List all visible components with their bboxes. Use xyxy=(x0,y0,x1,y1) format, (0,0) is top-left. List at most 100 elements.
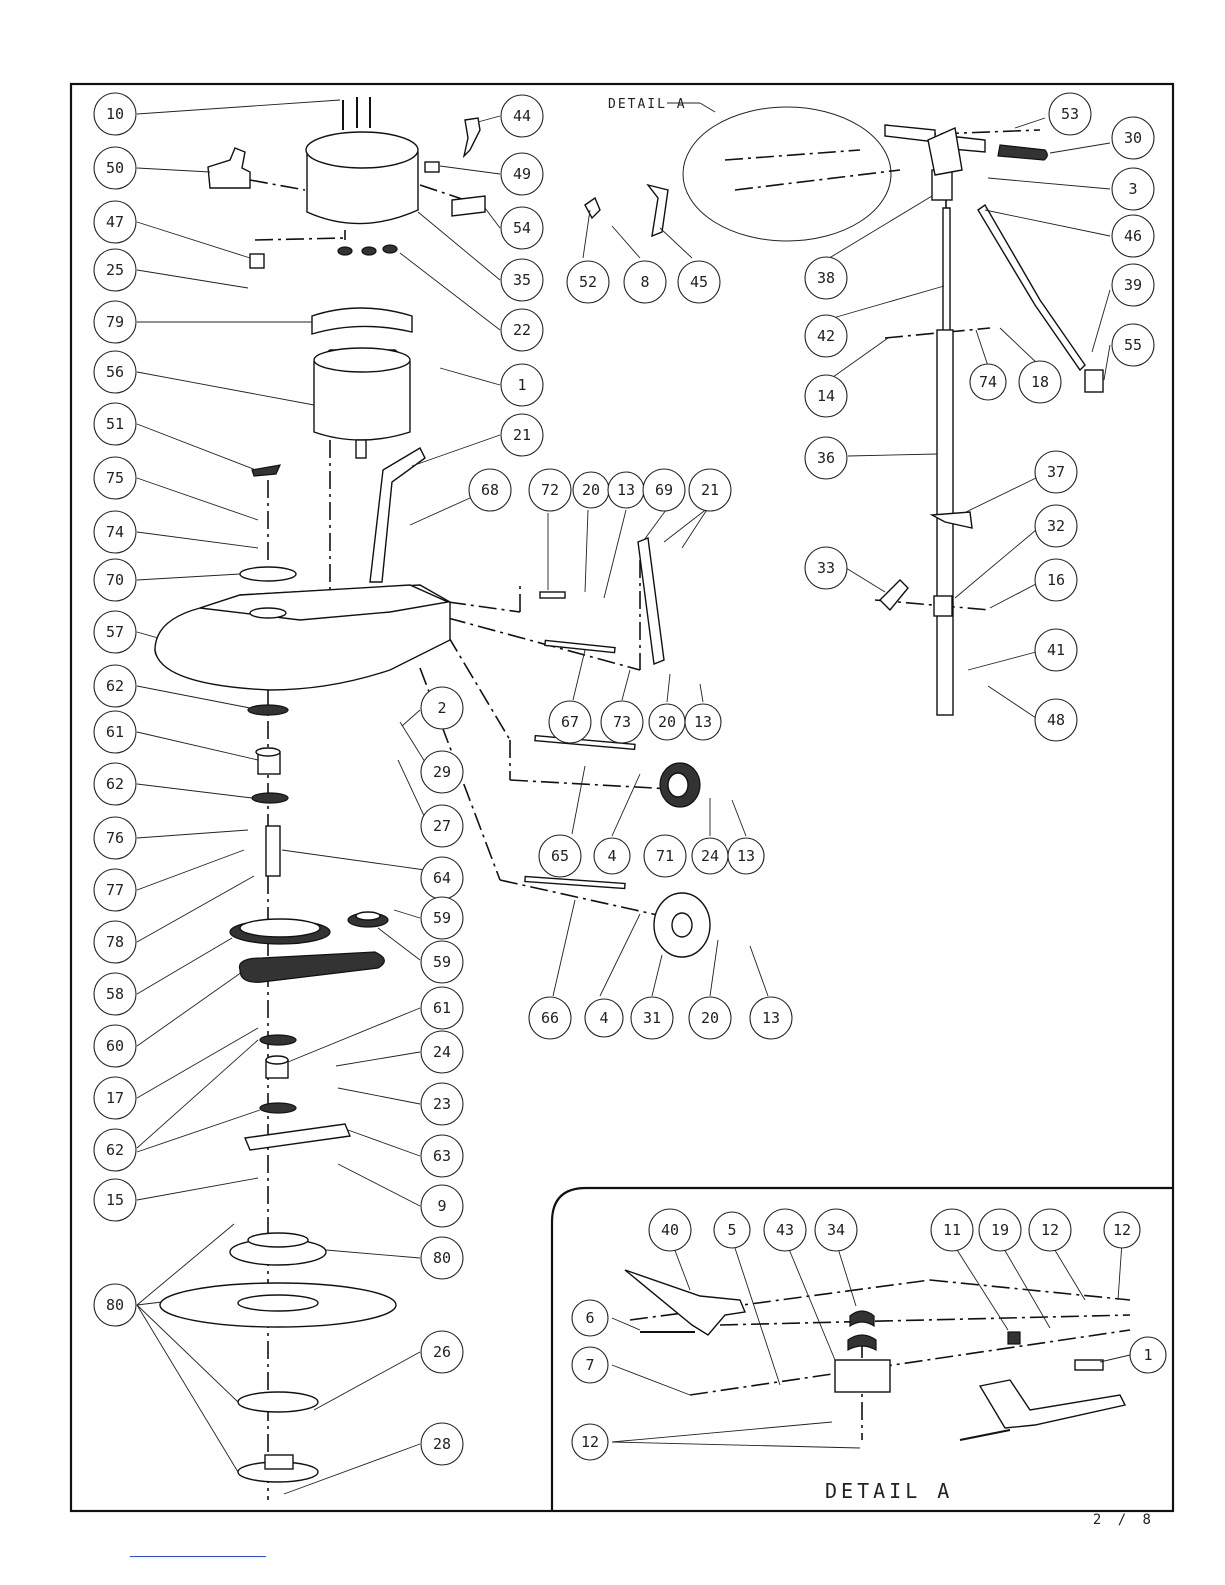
callout-65: 65 xyxy=(538,834,582,878)
callout-18: 18 xyxy=(1018,360,1062,404)
svg-text:69: 69 xyxy=(655,481,673,499)
callout-17: 17 xyxy=(93,1076,137,1120)
svg-text:74: 74 xyxy=(106,523,124,541)
svg-text:8: 8 xyxy=(640,273,649,291)
svg-text:29: 29 xyxy=(433,763,451,781)
svg-text:62: 62 xyxy=(106,677,124,695)
callout-78: 78 xyxy=(93,920,137,964)
callout-42: 42 xyxy=(804,314,848,358)
plate-54 xyxy=(451,195,486,217)
svg-text:14: 14 xyxy=(817,387,835,405)
switch-44 xyxy=(462,117,481,159)
svg-text:62: 62 xyxy=(106,1141,124,1159)
callout-46: 46 xyxy=(1111,214,1155,258)
callout-21: 21 xyxy=(500,413,544,457)
callout-59: 59 xyxy=(420,896,464,940)
svg-text:18: 18 xyxy=(1031,373,1049,391)
svg-text:76: 76 xyxy=(106,829,124,847)
svg-text:71: 71 xyxy=(656,847,674,865)
callout-77: 77 xyxy=(93,868,137,912)
svg-text:22: 22 xyxy=(513,321,531,339)
svg-text:33: 33 xyxy=(817,559,835,577)
callout-69: 69 xyxy=(642,468,686,512)
callout-72: 72 xyxy=(528,468,572,512)
svg-text:31: 31 xyxy=(643,1009,661,1027)
svg-text:17: 17 xyxy=(106,1089,124,1107)
callout-bubbles: 10 50 47 25 79 56 51 75 74 70 57 62 61 6… xyxy=(93,92,1167,1466)
callout-6: 6 xyxy=(571,1299,609,1337)
svg-text:28: 28 xyxy=(433,1435,451,1453)
footer-link-underline[interactable] xyxy=(130,1556,266,1557)
callout-43: 43 xyxy=(763,1208,807,1252)
callout-71: 71 xyxy=(643,834,687,878)
svg-text:60: 60 xyxy=(106,1037,124,1055)
svg-text:58: 58 xyxy=(106,985,124,1003)
callout-39: 39 xyxy=(1111,263,1155,307)
callout-38: 38 xyxy=(804,256,848,300)
drive-stack-lower xyxy=(259,1034,297,1114)
center-lines xyxy=(249,129,1131,1500)
callout-31: 31 xyxy=(630,996,674,1040)
svg-text:24: 24 xyxy=(701,847,719,865)
callout-73: 73 xyxy=(600,700,644,744)
callout-54: 54 xyxy=(500,206,544,250)
pulley-58 xyxy=(229,918,331,945)
callout-52: 52 xyxy=(566,260,610,304)
callout-51: 51 xyxy=(93,402,137,446)
axles-and-wheels xyxy=(524,537,711,958)
svg-text:12: 12 xyxy=(1041,1221,1059,1239)
svg-text:20: 20 xyxy=(701,1009,719,1027)
svg-text:61: 61 xyxy=(106,723,124,741)
callout-10: 10 xyxy=(93,92,137,136)
handle-bracket-68 xyxy=(369,447,426,583)
callout-66: 66 xyxy=(528,996,572,1040)
pulley-59 xyxy=(347,911,389,928)
svg-text:65: 65 xyxy=(551,847,569,865)
svg-text:1: 1 xyxy=(517,376,526,394)
svg-text:11: 11 xyxy=(943,1221,961,1239)
belt-60 xyxy=(238,951,385,983)
svg-text:4: 4 xyxy=(607,847,616,865)
callout-58: 58 xyxy=(93,972,137,1016)
callout-45: 45 xyxy=(677,260,721,304)
svg-text:43: 43 xyxy=(776,1221,794,1239)
callout-12: 12 xyxy=(1103,1211,1141,1249)
callout-80: 80 xyxy=(93,1283,137,1327)
callout-56: 56 xyxy=(93,350,137,394)
svg-text:64: 64 xyxy=(433,869,451,887)
svg-text:48: 48 xyxy=(1047,711,1065,729)
plate-51 xyxy=(251,464,282,477)
callout-2: 2 xyxy=(420,686,464,730)
callout-8: 8 xyxy=(623,260,667,304)
svg-text:23: 23 xyxy=(433,1095,451,1113)
svg-text:9: 9 xyxy=(437,1197,446,1215)
detail-a-inset-frame xyxy=(550,1186,1173,1511)
svg-text:13: 13 xyxy=(762,1009,780,1027)
callout-29: 29 xyxy=(420,750,464,794)
callout-47: 47 xyxy=(93,200,137,244)
svg-text:4: 4 xyxy=(599,1009,608,1027)
capacitor-47 xyxy=(249,253,265,269)
detail-a-parts xyxy=(624,1269,1127,1441)
svg-text:13: 13 xyxy=(737,847,755,865)
svg-text:80: 80 xyxy=(433,1249,451,1267)
svg-text:20: 20 xyxy=(582,481,600,499)
callout-44: 44 xyxy=(500,94,544,138)
svg-text:57: 57 xyxy=(106,623,124,641)
svg-text:38: 38 xyxy=(817,269,835,287)
svg-text:36: 36 xyxy=(817,449,835,467)
svg-text:3: 3 xyxy=(1128,180,1137,198)
svg-text:61: 61 xyxy=(433,999,451,1017)
svg-text:30: 30 xyxy=(1124,129,1142,147)
callout-11: 11 xyxy=(930,1208,974,1252)
svg-text:41: 41 xyxy=(1047,641,1065,659)
svg-text:66: 66 xyxy=(541,1009,559,1027)
callout-68: 68 xyxy=(468,468,512,512)
svg-text:55: 55 xyxy=(1124,336,1142,354)
svg-text:40: 40 xyxy=(661,1221,679,1239)
callout-30: 30 xyxy=(1111,116,1155,160)
callout-59: 59 xyxy=(420,940,464,984)
leader-lines xyxy=(136,99,1131,1495)
svg-text:73: 73 xyxy=(613,713,631,731)
svg-text:78: 78 xyxy=(106,933,124,951)
